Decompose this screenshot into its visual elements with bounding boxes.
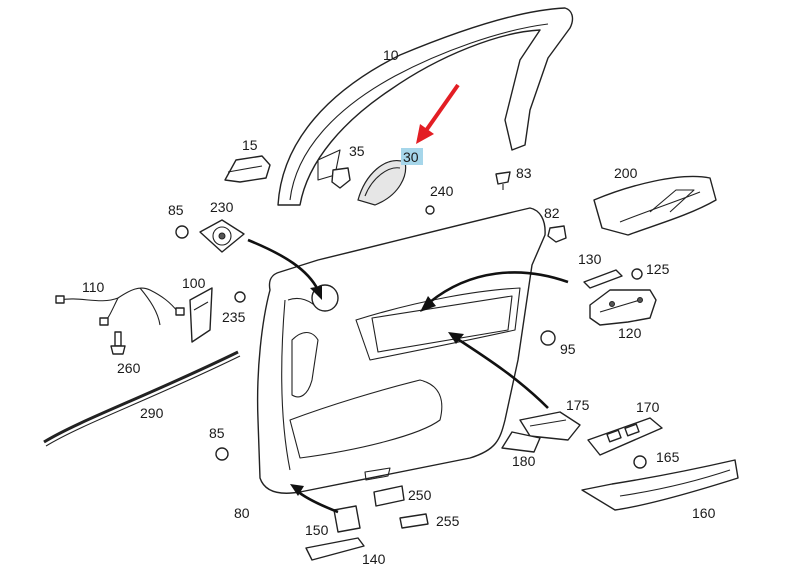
label-160: 160: [692, 505, 716, 521]
switch-bezel-part-175: [519, 411, 581, 441]
label-290: 290: [140, 405, 164, 421]
label-85-upper: 85: [168, 202, 184, 218]
cover-part-180: [501, 431, 541, 453]
tweeter-trim-part-30: [357, 160, 407, 206]
label-255: 255: [436, 513, 460, 529]
label-140: 140: [362, 551, 386, 567]
seal-strip-part-290: [43, 350, 239, 444]
label-170: 170: [636, 399, 660, 415]
grommet-part-165: [633, 455, 647, 469]
door-inner-panel-part-80: [256, 207, 546, 494]
label-95: 95: [560, 341, 576, 357]
clip-part-82: [547, 225, 567, 243]
trim-part-130: [583, 269, 623, 289]
label-30: 30: [403, 149, 419, 165]
label-235: 235: [222, 309, 246, 325]
insert-part-250: [373, 485, 405, 507]
label-85-lower: 85: [209, 425, 225, 441]
label-230: 230: [210, 199, 234, 215]
label-82: 82: [544, 205, 560, 221]
label-175: 175: [566, 397, 590, 413]
label-80: 80: [234, 505, 250, 521]
label-35: 35: [349, 143, 365, 159]
grommet-part-125: [631, 268, 643, 280]
clip-part-35: [331, 167, 351, 189]
label-150: 150: [305, 522, 329, 538]
label-240: 240: [430, 183, 454, 199]
plug-part-83: [495, 171, 511, 190]
label-180: 180: [512, 453, 536, 469]
label-250: 250: [408, 487, 432, 503]
switch-panel-part-170: [587, 417, 663, 456]
pocket-part-140: [305, 537, 365, 561]
label-200: 200: [614, 165, 638, 181]
part-labels: 10 15 30 35 83 200 240 82 85 230 130 125…: [82, 47, 716, 567]
grommet-part-235: [234, 291, 246, 303]
label-120: 120: [618, 325, 642, 341]
grommet-part-85-lower: [215, 447, 229, 461]
seal-strip-edge: [45, 355, 241, 447]
label-15: 15: [242, 137, 258, 153]
cover-part-15: [224, 155, 271, 183]
red-pointer-arrow: [416, 83, 460, 144]
label-10: 10: [383, 47, 399, 63]
bracket-part-150: [333, 505, 361, 533]
pin-part-240: [425, 205, 435, 215]
grommet-part-85-upper: [175, 225, 189, 239]
armrest-trim-part-160: [581, 459, 739, 511]
label-100: 100: [182, 275, 206, 291]
label-83: 83: [516, 165, 532, 181]
label-260: 260: [117, 360, 141, 376]
highlight-box-30: [401, 148, 423, 165]
panel-part-100: [189, 287, 213, 343]
grommet-part-95: [540, 330, 556, 346]
wiring-harness-part-110: [55, 287, 185, 326]
label-165: 165: [656, 449, 680, 465]
label-130: 130: [578, 251, 602, 267]
bolt-part-260: [110, 331, 126, 355]
label-110: 110: [82, 279, 105, 295]
speaker-part-230: [199, 219, 245, 253]
door-handle-part-120: [589, 289, 657, 326]
window-frame-part: [277, 7, 574, 206]
armrest-part-200: [593, 175, 717, 236]
insert-part-255: [399, 513, 429, 529]
label-125: 125: [646, 261, 670, 277]
pointer-arrows: [247, 238, 569, 514]
